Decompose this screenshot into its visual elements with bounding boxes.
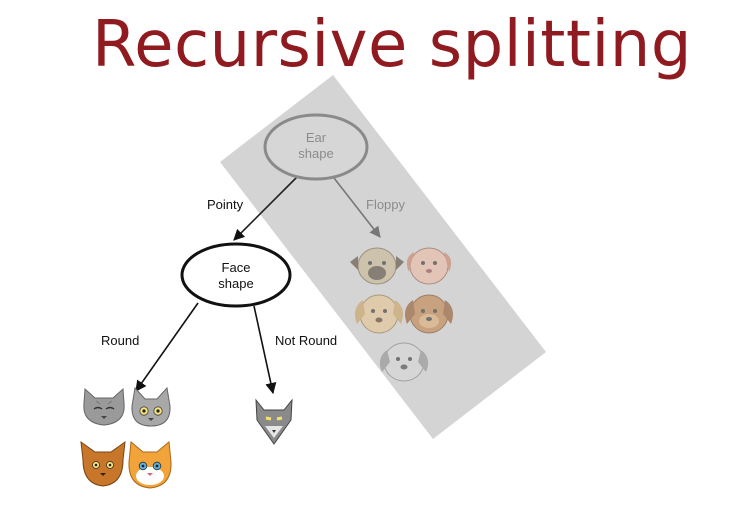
gray-dog-icon [379, 342, 429, 382]
edge-label-not-round: Not Round [275, 333, 338, 348]
edge-pointy [233, 176, 298, 241]
root-node-label: Ear shape [276, 130, 356, 162]
orange-cat-icon [128, 441, 172, 489]
gray-pointy-cat-icon [255, 398, 293, 445]
pug-dog-icon [350, 247, 404, 285]
edge-not-round [253, 305, 277, 395]
edge-label-round: Round [101, 333, 140, 348]
slide-title: Recursive splitting [92, 8, 692, 82]
child-node-label-line2: shape [218, 276, 254, 291]
edge-floppy [333, 177, 381, 238]
edge-label-floppy: Floppy [366, 197, 406, 212]
tan-dog-icon [355, 294, 403, 334]
brown-dog-icon [405, 294, 453, 334]
child-node-label: Face shape [196, 260, 276, 292]
gray-cat-icon [131, 386, 171, 427]
edge-round [135, 302, 199, 392]
pink-dog-icon [406, 247, 452, 285]
brown-cat-icon [80, 440, 126, 487]
edge-label-pointy: Pointy [207, 197, 244, 212]
root-node-label-line2: shape [298, 146, 334, 161]
root-node-label-line1: Ear [305, 130, 327, 145]
gray-tabby-cat-icon [83, 387, 125, 426]
child-node-label-line1: Face [221, 260, 251, 275]
child-node-face-shape [180, 242, 292, 308]
root-node-ear-shape [263, 113, 369, 181]
